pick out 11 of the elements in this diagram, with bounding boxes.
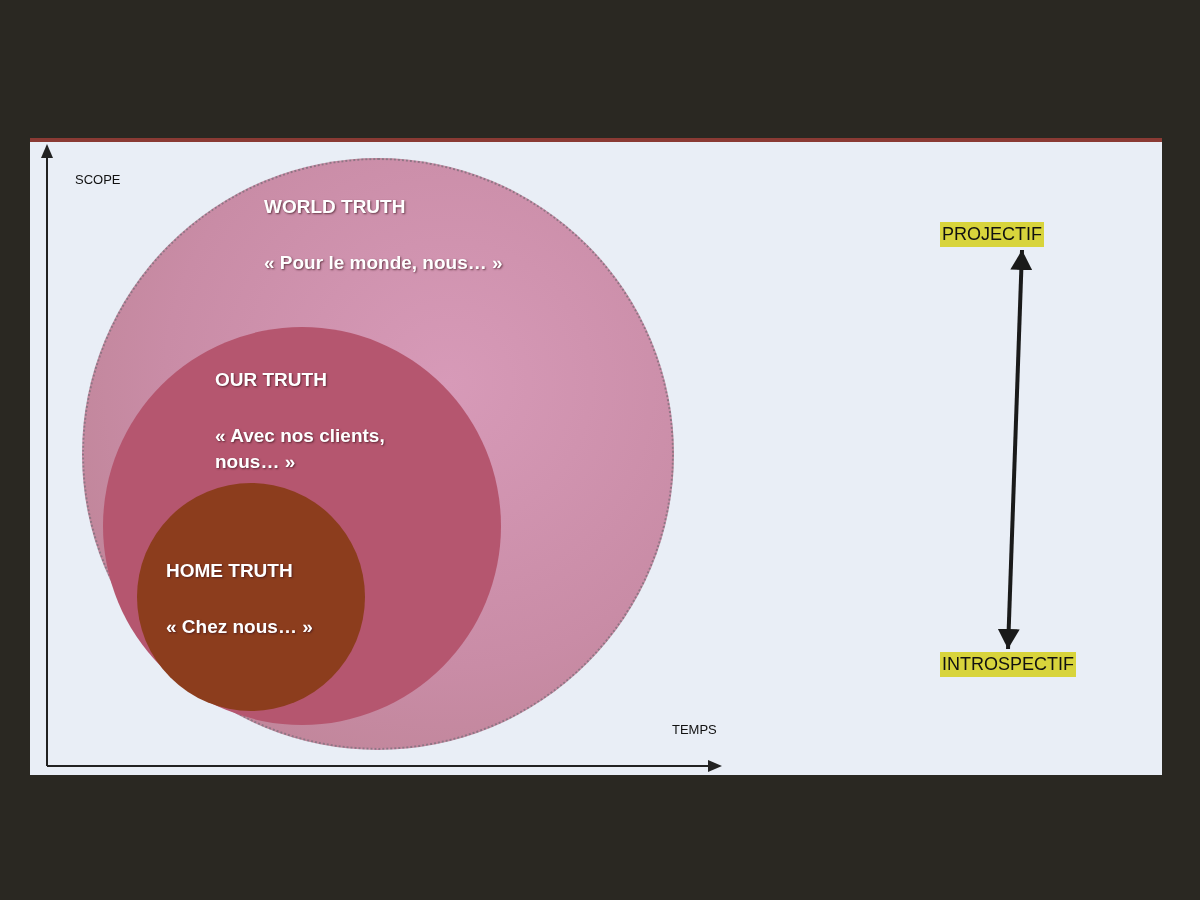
circle-heading: OUR TRUTH: [215, 368, 328, 392]
circle-heading: HOME TRUTH: [166, 559, 294, 583]
axis-label: TEMPS: [672, 722, 717, 737]
quote-text: « Pour le monde, nous… »: [264, 251, 504, 275]
quote-text: « Avec nos clients, nous… »: [215, 424, 386, 474]
highlighted-label: PROJECTIF: [940, 222, 1044, 247]
highlighted-label: INTROSPECTIF: [940, 652, 1076, 677]
circle-heading: WORLD TRUTH: [264, 195, 407, 219]
double-arrow: [997, 249, 1033, 650]
axis-label: SCOPE: [75, 172, 121, 187]
quote-text: « Chez nous… »: [166, 615, 314, 639]
